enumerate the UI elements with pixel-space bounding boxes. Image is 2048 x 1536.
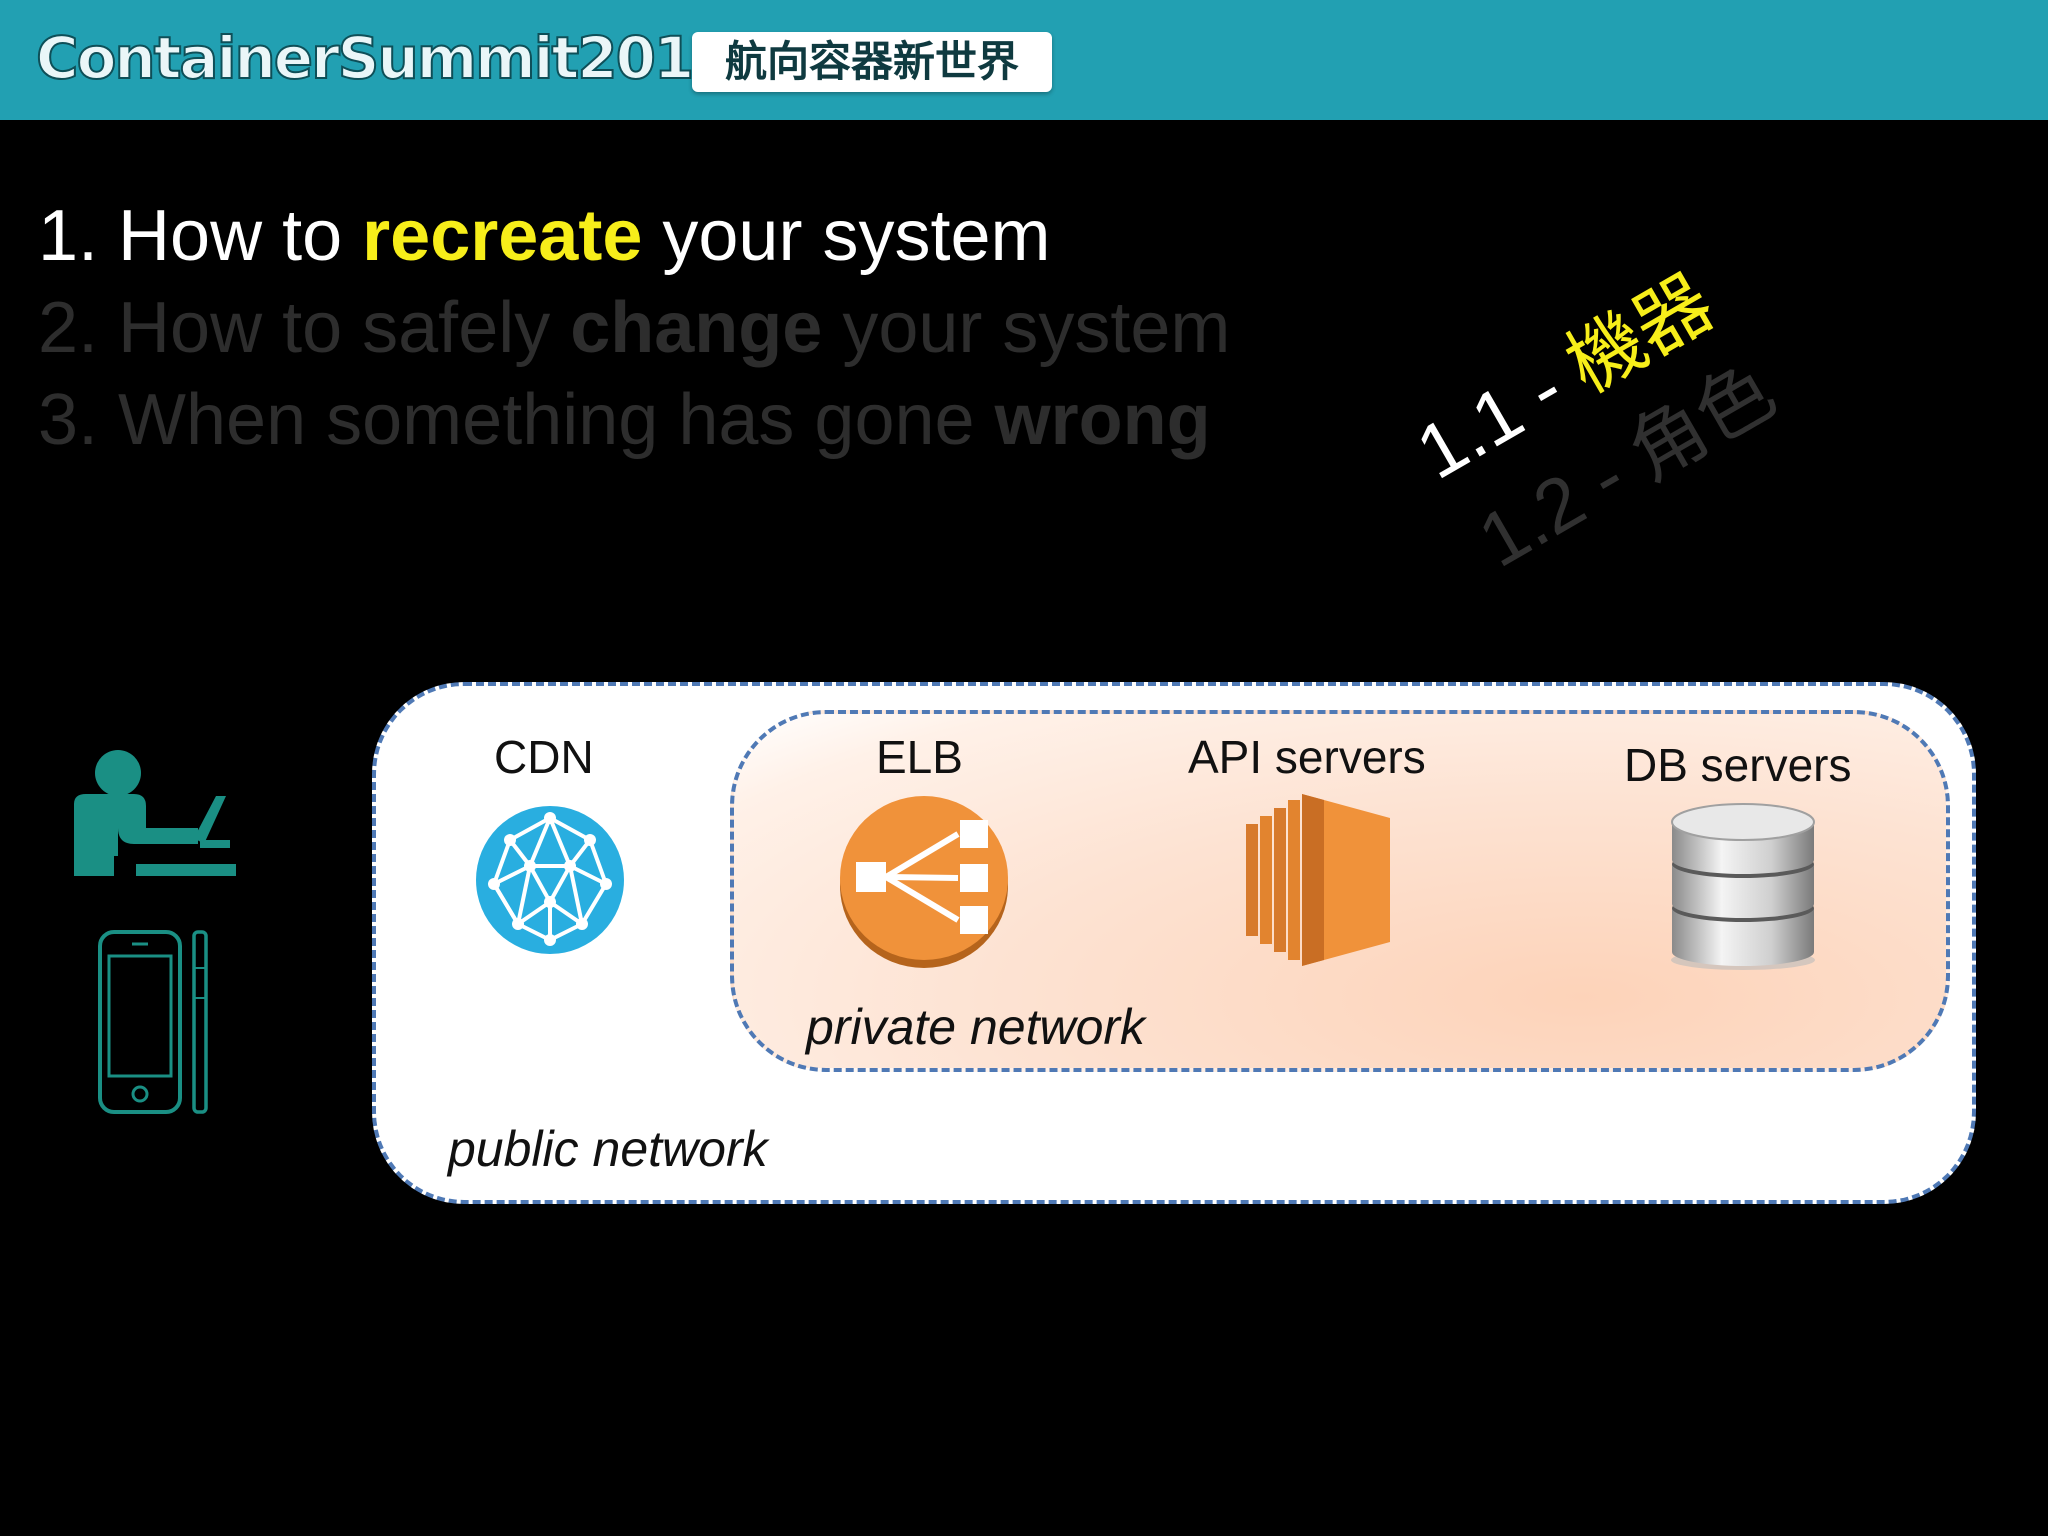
private-network-label: private network bbox=[806, 999, 1146, 1055]
agenda-item-1-prefix: 1. How to bbox=[38, 196, 363, 276]
public-network-label: public network bbox=[448, 1121, 768, 1177]
header-bar: ContainerSummit2015 航向容器新世界 bbox=[0, 0, 2048, 120]
cdn-globe-icon bbox=[476, 806, 624, 954]
agenda-item-3-keyword: wrong bbox=[994, 380, 1211, 460]
cdn-label: CDN bbox=[494, 731, 594, 783]
agenda-item-3-prefix: 3. When something has gone bbox=[38, 380, 995, 460]
agenda-item-2: 2. How to safely change your system bbox=[38, 282, 1230, 374]
db-servers-label: DB servers bbox=[1624, 739, 1852, 791]
smartphone-icon bbox=[98, 930, 208, 1114]
agenda-item-1-suffix: your system bbox=[642, 196, 1051, 276]
elb-label: ELB bbox=[876, 731, 963, 783]
api-servers-label: API servers bbox=[1188, 731, 1426, 783]
server-stack-icon bbox=[1246, 794, 1390, 966]
event-brand: ContainerSummit2015 bbox=[35, 23, 734, 93]
agenda-item-1: 1. How to recreate your system bbox=[38, 190, 1230, 282]
agenda-item-1-keyword: recreate bbox=[362, 196, 643, 276]
database-icon bbox=[1671, 803, 1815, 970]
agenda-item-3: 3. When something has gone wrong bbox=[38, 374, 1230, 466]
agenda-item-2-keyword: change bbox=[570, 288, 823, 368]
agenda-item-2-suffix: your system bbox=[822, 288, 1231, 368]
load-balancer-icon bbox=[840, 796, 1008, 968]
agenda-list: 1. How to recreate your system 2. How to… bbox=[38, 190, 1230, 466]
user-laptop-icon bbox=[74, 750, 236, 876]
event-slogan: 航向容器新世界 bbox=[692, 32, 1052, 92]
agenda-item-2-prefix: 2. How to safely bbox=[38, 288, 571, 368]
